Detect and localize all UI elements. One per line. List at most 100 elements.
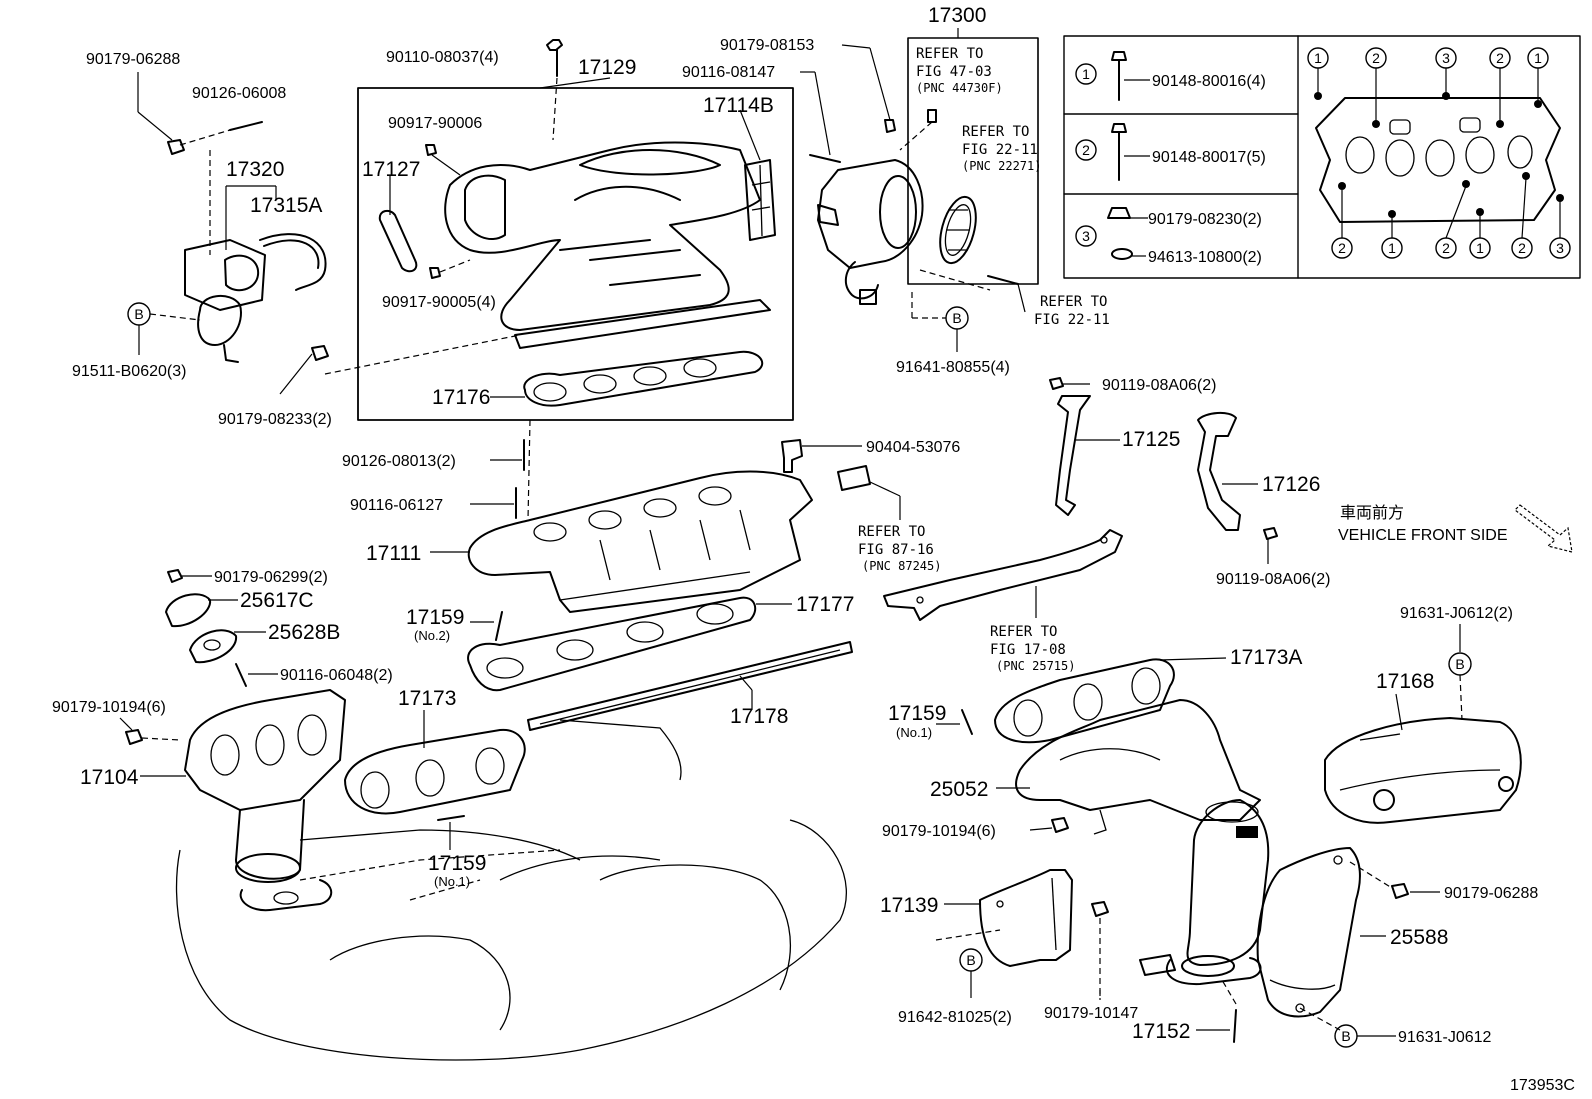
label-25052: 25052 <box>930 778 988 801</box>
label-90179-10147: 90179-10147 <box>1044 1005 1138 1022</box>
label-17159-no1-right-sub: (No.1) <box>896 725 932 740</box>
label-17173: 17173 <box>398 687 456 710</box>
label-17178: 17178 <box>730 705 788 728</box>
svg-text:3: 3 <box>1556 240 1564 256</box>
label-90116-06127: 90116-06127 <box>350 497 443 514</box>
label-17126: 17126 <box>1262 473 1320 496</box>
gasket-17176 <box>523 350 764 407</box>
ref-fig-87-16: REFER TO FIG 87-16 (PNC 87245) <box>858 524 941 573</box>
b-marker-17139: B <box>959 948 983 972</box>
stud-icon <box>495 611 503 641</box>
label-90179-10194-left: 90179-10194(6) <box>52 699 166 716</box>
gasket-25628b <box>189 629 238 664</box>
svg-text:REFER TO: REFER TO <box>1040 294 1107 310</box>
svg-text:REFER TO: REFER TO <box>916 46 983 62</box>
bracket-long <box>883 529 1123 621</box>
gasket-17173 <box>344 728 526 815</box>
legend-label-3b: 94613-10800(2) <box>1148 249 1262 266</box>
legend-label-2: 90148-80017(5) <box>1152 149 1266 166</box>
vsv-actuator <box>184 239 266 363</box>
svg-text:1: 1 <box>1534 50 1542 66</box>
clip-icon <box>429 267 441 279</box>
vehicle-front-en: VEHICLE FRONT SIDE <box>1338 527 1508 544</box>
legend-label-3a: 90179-08230(2) <box>1148 211 1262 228</box>
stud-icon <box>1233 1009 1237 1043</box>
label-25628b: 25628B <box>268 621 340 644</box>
label-90179-06288-right: 90179-06288 <box>1444 885 1538 902</box>
label-17315a: 17315A <box>250 194 322 217</box>
actuator-group: 90179-06288 90126-06008 17320 17315A B 9… <box>72 51 521 428</box>
engine-block-outline <box>175 719 847 1061</box>
label-90179-10194-right: 90179-10194(6) <box>882 823 996 840</box>
intake-manifold-group: 17129 90110-08037(4) 17114B <box>357 39 794 421</box>
b-marker-bottom: B <box>1334 1024 1358 1048</box>
stud-icon <box>987 275 1019 285</box>
hose-fitting <box>837 465 871 491</box>
b-marker-left: B <box>127 302 151 326</box>
label-17127: 17127 <box>362 158 420 181</box>
label-91642: 91642-81025(2) <box>898 1009 1012 1026</box>
svg-text:FIG 22-11: FIG 22-11 <box>962 142 1038 158</box>
gasket-callouts-top: 1 2 3 2 1 <box>1307 47 1549 122</box>
bracket-group: 90119-08A06(2) 17125 17126 90119-08A06(2… <box>883 377 1573 673</box>
bracket-17125 <box>1055 395 1091 516</box>
label-90119-b: 90119-08A06(2) <box>1216 571 1330 588</box>
bolt-legend-table: 1 90148-80016(4) 2 90148-80017(5) 3 9017… <box>1063 35 1581 279</box>
svg-text:2: 2 <box>1496 50 1504 66</box>
svg-text:(PNC 22271): (PNC 22271) <box>962 159 1041 173</box>
bolt-icon <box>546 39 563 77</box>
heat-shield-17139 <box>979 869 1073 967</box>
heat-shield-25588 <box>1256 847 1361 1018</box>
legend-row-3: 3 90179-08230(2) 94613-10800(2) <box>1075 207 1262 266</box>
label-17159-no2: 17159 <box>406 606 464 629</box>
vehicle-front-jp: 車両前方 <box>1340 504 1404 522</box>
label-17111: 17111 <box>366 542 421 565</box>
left-exhaust-group: 90179-10194(6) 17104 17173 17159 (N <box>52 687 526 912</box>
b-marker-throttle: B <box>945 306 969 330</box>
label-17168: 17168 <box>1376 670 1434 693</box>
gasket-17178 <box>527 641 853 731</box>
label-17152: 17152 <box>1132 1020 1190 1043</box>
label-90179-08153: 90179-08153 <box>720 37 814 54</box>
stud-icon <box>235 663 247 687</box>
right-exhaust-group: 17159 (No.1) 17173A 25052 90179-10194(6) <box>880 605 1538 1048</box>
label-90179-06299: 90179-06299(2) <box>214 569 328 586</box>
svg-text:(PNC 25715): (PNC 25715) <box>996 659 1075 673</box>
label-90917-90005: 90917-90005(4) <box>382 294 496 311</box>
legend-row-1: 1 90148-80016(4) <box>1075 51 1266 101</box>
nut-icon <box>1091 901 1109 917</box>
label-17139: 17139 <box>880 894 938 917</box>
label-17159-no1-left: 17159 <box>428 852 486 875</box>
svg-text:2: 2 <box>1372 50 1380 66</box>
svg-text:REFER TO: REFER TO <box>962 124 1029 140</box>
svg-text:B: B <box>952 310 961 326</box>
nut-icon <box>167 569 183 583</box>
ref-fig-47-03: REFER TO FIG 47-03 (PNC 44730F) <box>916 46 1003 95</box>
gasket-17127 <box>378 209 418 273</box>
label-25588: 25588 <box>1390 926 1448 949</box>
gasket-17177 <box>467 596 757 692</box>
label-91631-b: 91631-J0612 <box>1398 1029 1492 1046</box>
label-17114b: 17114B <box>703 94 774 117</box>
nut-icon <box>311 345 329 361</box>
label-90179-08233: 90179-08233(2) <box>218 411 332 428</box>
label-90110-08037: 90110-08037(4) <box>386 49 499 66</box>
intake-manifold-upper <box>444 141 771 349</box>
stud-icon <box>961 709 973 735</box>
gasket-17114b <box>744 159 776 241</box>
label-90116-08147: 90116-08147 <box>682 64 775 81</box>
legend-row-2: 2 90148-80017(5) <box>1075 123 1266 181</box>
label-90404: 90404-53076 <box>866 439 960 456</box>
svg-text:B: B <box>1341 1028 1350 1044</box>
intake-manifold-lower <box>467 470 813 613</box>
exhaust-manifold-17104 <box>184 689 346 912</box>
nut-icon <box>1051 817 1069 833</box>
front-arrow-icon <box>1514 504 1573 553</box>
heat-shield-17168 <box>1324 717 1522 824</box>
ref-fig-17-08: REFER TO FIG 17-08 (PNC 25715) <box>990 624 1075 673</box>
stud-icon <box>437 815 465 821</box>
nut-icon <box>167 139 185 155</box>
svg-text:FIG 87-16: FIG 87-16 <box>858 542 934 558</box>
svg-text:2: 2 <box>1442 240 1450 256</box>
gasket-plate <box>1314 92 1564 223</box>
